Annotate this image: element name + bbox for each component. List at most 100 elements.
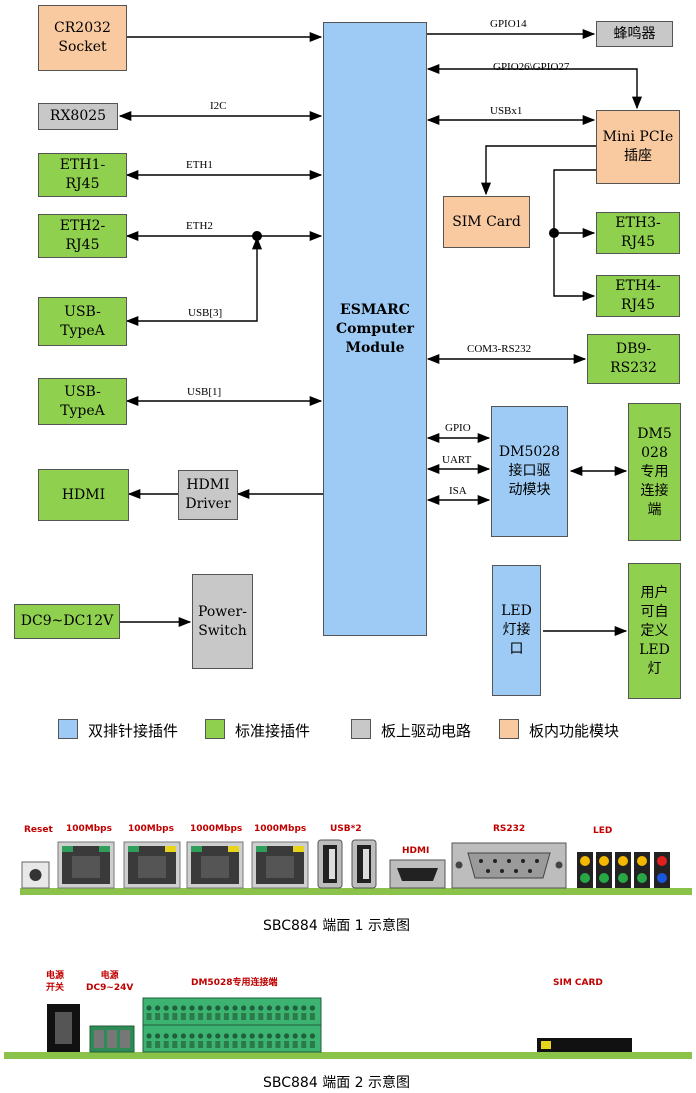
legend-label-onboard-driver: 板上驱动电路 <box>381 722 472 740</box>
label-usb3: USB[3] <box>188 307 223 319</box>
terminal-screw <box>301 1005 307 1011</box>
sim-card-slot-part <box>537 1038 632 1052</box>
mini-pcie-block: Mini PCIe 插座 <box>596 110 680 184</box>
terminal-screw <box>309 1005 315 1011</box>
terminal-screw <box>249 1033 255 1039</box>
esmarc-computer-module-block: ESMARC Computer Module <box>323 22 427 636</box>
junction-eth2 <box>252 231 262 241</box>
terminal-screw <box>206 1033 212 1039</box>
terminal-slot <box>241 1041 247 1048</box>
terminal-slot <box>223 1041 229 1048</box>
panel1-label-eth-100-b: 100Mbps <box>128 824 174 834</box>
cr2032-socket-block: CR2032 Socket <box>38 5 127 71</box>
rj45-port-1 <box>57 841 115 889</box>
terminal-screw <box>180 1033 186 1039</box>
legend-swatch-function-module <box>499 719 519 739</box>
terminal-slot <box>292 1013 298 1020</box>
terminal-screw <box>241 1033 247 1039</box>
terminal-screw <box>189 1033 195 1039</box>
terminal-slot <box>223 1013 229 1020</box>
eth4-rj45-block: ETH4- RJ45 <box>596 275 680 317</box>
label-gpio14: GPIO14 <box>490 18 527 30</box>
terminal-slot <box>309 1013 315 1020</box>
terminal-slot <box>284 1013 290 1020</box>
terminal-slot <box>258 1013 264 1020</box>
label-gpio26-27: GPIO26\GPIO27 <box>493 61 570 73</box>
terminal-slot <box>309 1041 315 1048</box>
terminal-slot <box>189 1013 195 1020</box>
terminal-screw <box>206 1005 212 1011</box>
usb-typea-block-1: USB- TypeA <box>38 297 127 346</box>
terminal-slot <box>284 1041 290 1048</box>
reset-button <box>21 861 50 889</box>
label-i2c: I2C <box>210 100 227 112</box>
terminal-screw <box>163 1033 169 1039</box>
terminal-screw <box>223 1033 229 1039</box>
terminal-screw <box>275 1005 281 1011</box>
terminal-slot <box>215 1013 221 1020</box>
terminal-screw <box>146 1033 152 1039</box>
usb-port-2 <box>351 839 377 889</box>
terminal-screw <box>198 1005 204 1011</box>
panel1-label-eth-100-a: 100Mbps <box>66 824 112 834</box>
eth2-rj45-block: ETH2- RJ45 <box>38 214 127 258</box>
panel1-label-hdmi: HDMI <box>402 846 430 856</box>
terminal-slot <box>198 1041 204 1048</box>
terminal-screw <box>163 1005 169 1011</box>
terminal-slot <box>180 1013 186 1020</box>
hdmi-port <box>389 859 446 889</box>
terminal-slot <box>172 1041 178 1048</box>
terminal-screw <box>249 1005 255 1011</box>
terminal-slot <box>275 1013 281 1020</box>
label-usb1: USB[1] <box>187 386 222 398</box>
terminal-screw <box>309 1033 315 1039</box>
panel1-label-rs232: RS232 <box>493 824 526 834</box>
terminal-slot <box>249 1013 255 1020</box>
terminal-slot <box>241 1013 247 1020</box>
terminal-slot <box>172 1013 178 1020</box>
led-array <box>577 852 670 888</box>
legend-label-dual-pin: 双排针接插件 <box>88 722 179 740</box>
eth1-rj45-block: ETH1- RJ45 <box>38 153 127 197</box>
terminal-slot <box>198 1013 204 1020</box>
rj45-port-2 <box>123 841 181 889</box>
rj45-port-3 <box>186 841 244 889</box>
terminal-screw <box>284 1033 290 1039</box>
terminal-screw <box>258 1033 264 1039</box>
terminal-slot <box>292 1041 298 1048</box>
legend-swatch-dual-pin <box>58 719 78 739</box>
power-switch-block: Power- Switch <box>192 574 253 669</box>
terminal-screw <box>172 1005 178 1011</box>
terminal-slot <box>146 1013 152 1020</box>
terminal-slot <box>232 1041 238 1048</box>
terminal-screw <box>215 1005 221 1011</box>
label-isa: ISA <box>449 485 467 497</box>
terminal-screw <box>284 1005 290 1011</box>
terminal-screw <box>198 1033 204 1039</box>
buzzer-block: 蜂鸣器 <box>596 21 673 47</box>
eth3-rj45-block: ETH3- RJ45 <box>596 212 680 254</box>
panel2-label-power-switch: 电源 开关 <box>46 971 65 993</box>
sim-card-block: SIM Card <box>443 196 530 248</box>
legend-label-function-module: 板内功能模块 <box>529 722 620 740</box>
link-eth3 <box>553 169 596 239</box>
terminal-slot <box>155 1041 161 1048</box>
panel2-label-sim: SIM CARD <box>553 978 603 988</box>
legend-label-standard: 标准接插件 <box>235 722 311 740</box>
terminal-slot <box>206 1013 212 1020</box>
terminal-screw <box>155 1033 161 1039</box>
db9-port <box>451 842 567 889</box>
terminal-slot <box>155 1013 161 1020</box>
terminal-screw <box>189 1005 195 1011</box>
terminal-slot <box>215 1041 221 1048</box>
label-uart: UART <box>442 454 472 466</box>
legend-swatch-onboard-driver <box>351 719 371 739</box>
link-eth4 <box>553 233 596 302</box>
label-com3-rs232: COM3-RS232 <box>467 343 532 355</box>
panel1-label-led: LED <box>593 826 613 836</box>
terminal-slot <box>189 1041 195 1048</box>
terminal-screw <box>215 1033 221 1039</box>
terminal-screw <box>223 1005 229 1011</box>
